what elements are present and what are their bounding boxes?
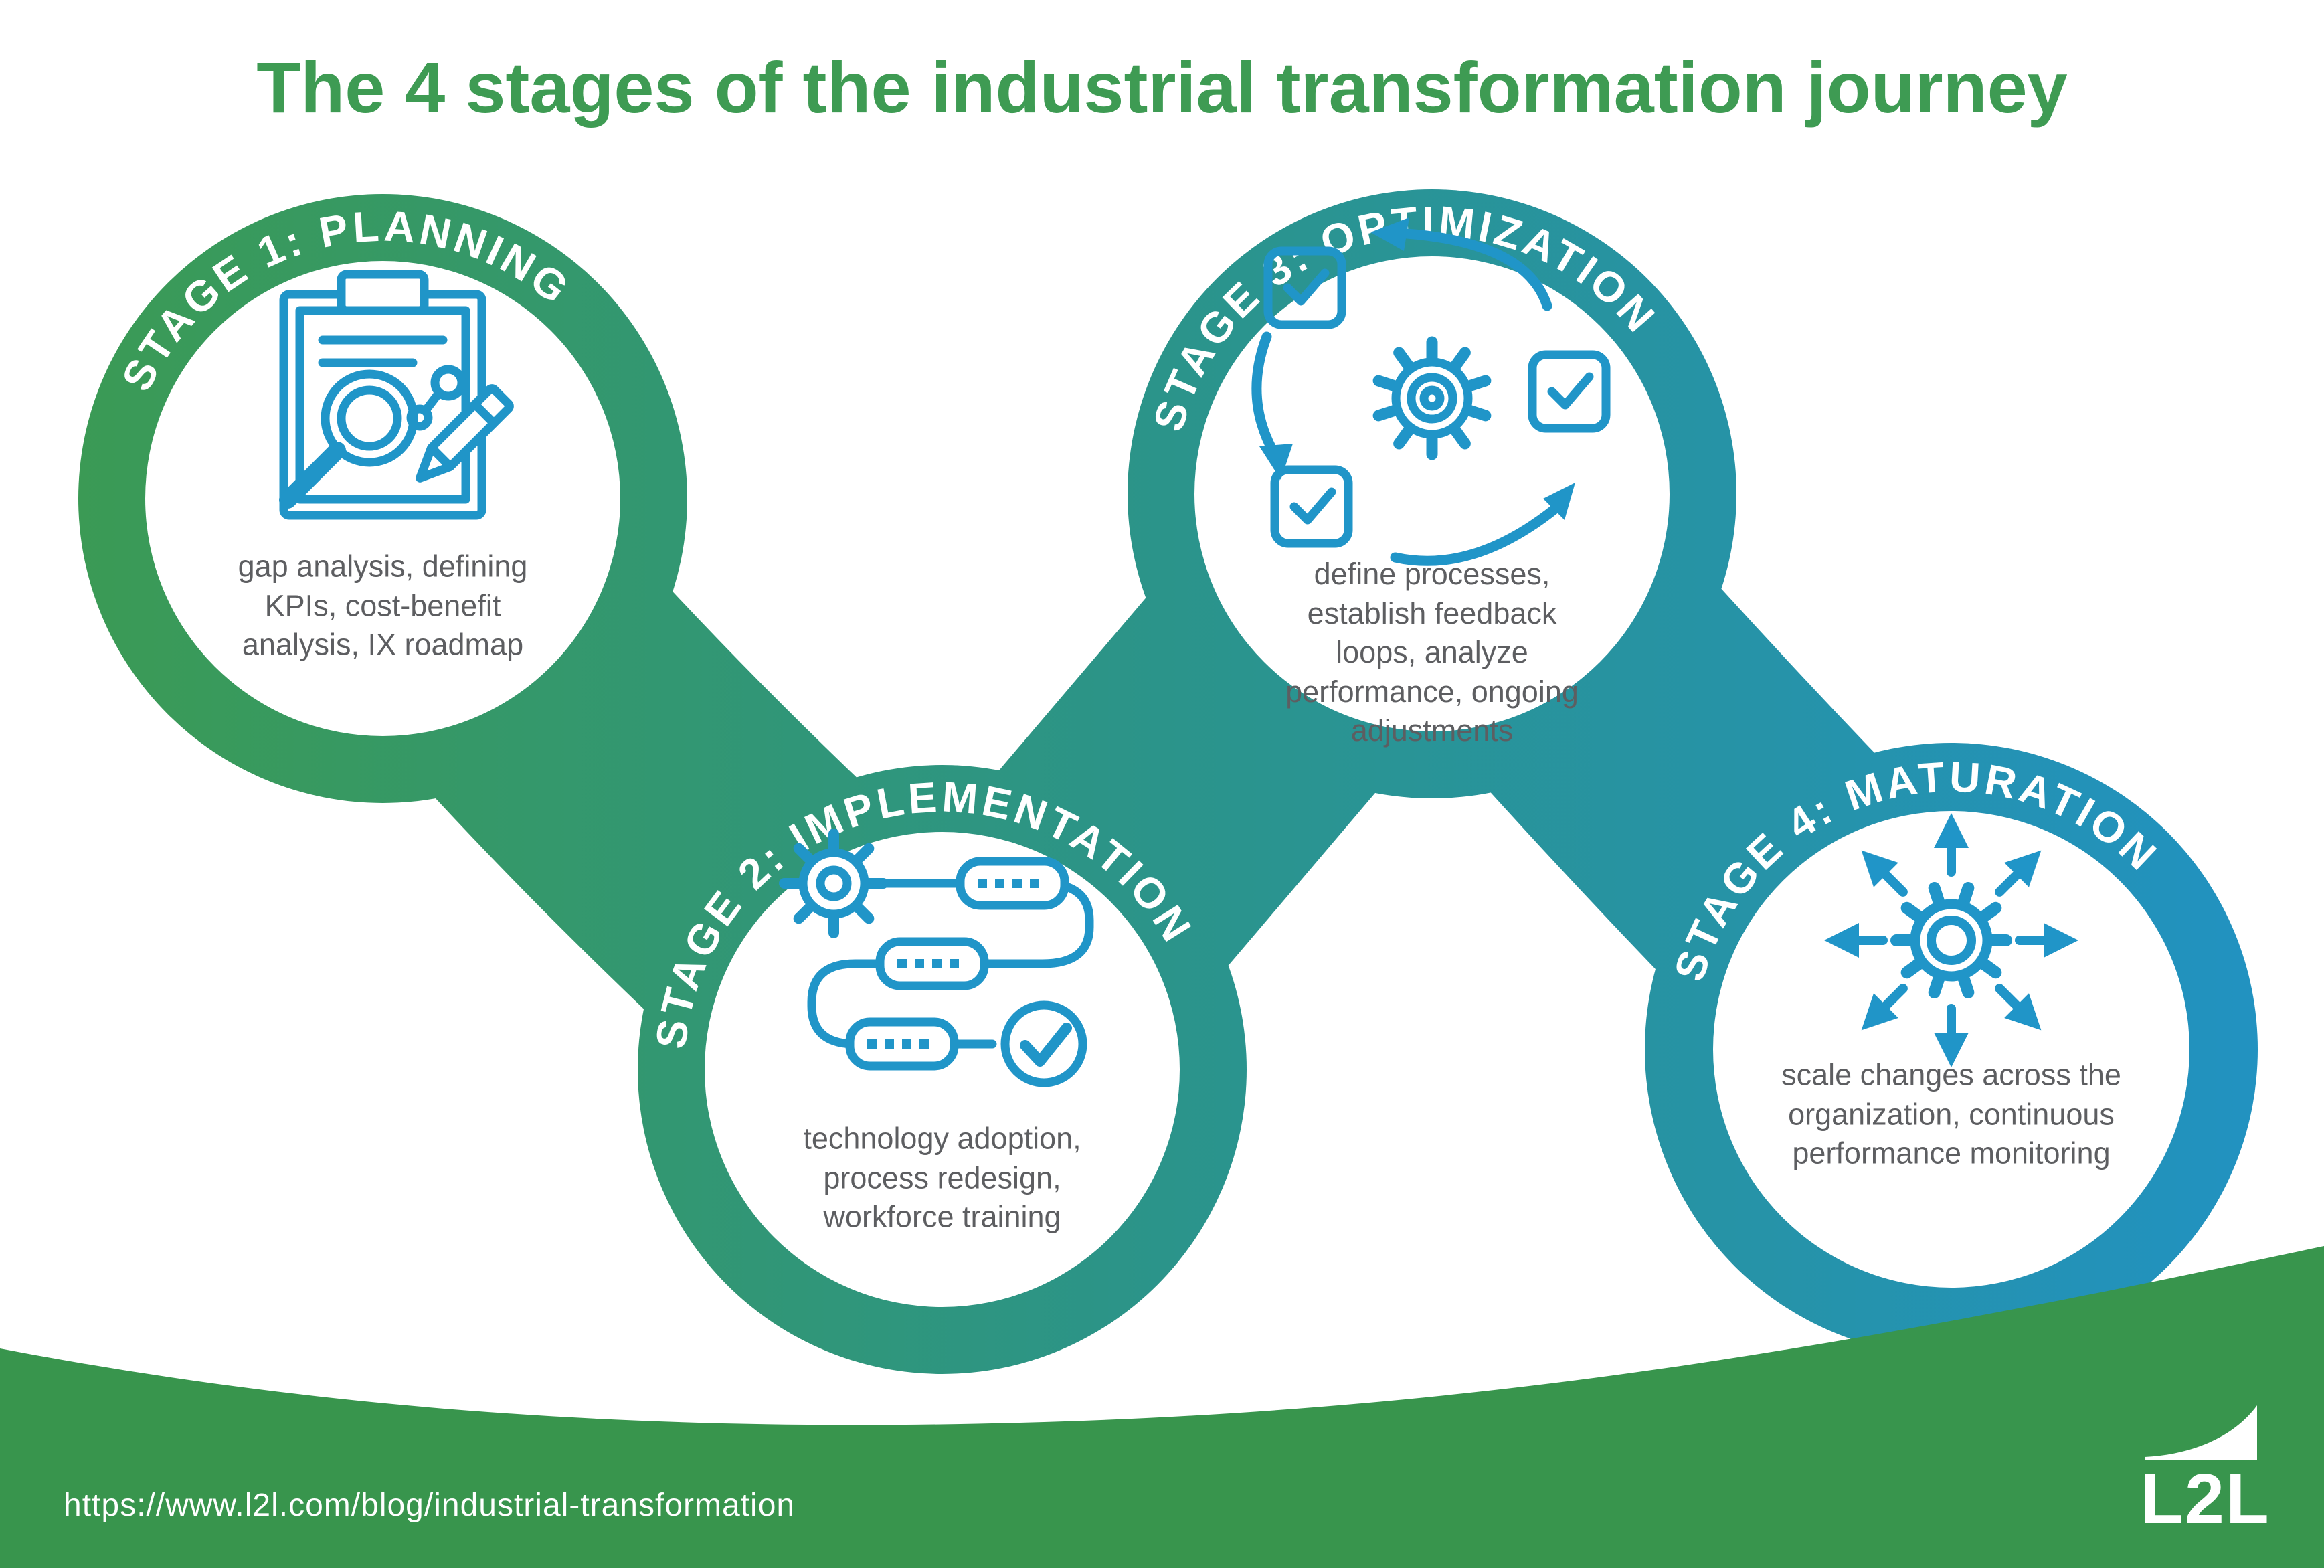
page-title: The 4 stages of the industrial transform… [256,47,2068,128]
footer-wave [0,1246,2324,1568]
stage-2-inner-circle [705,832,1180,1307]
l2l-logo: L2L [2140,1460,2270,1539]
site-url[interactable]: https://www.l2l.com/blog/industrial-tran… [64,1488,796,1523]
gear-radiating-arrows-icon [1824,813,2078,1067]
checkbox-cycle-gear-icon [1251,217,1611,566]
stage-3-description: define processes, establish feedback loo… [1285,556,1579,748]
stage-4-description: scale changes across the organization, c… [1781,1057,2121,1170]
stage-3-inner-circle [1194,256,1670,731]
clipboard-magnifier-pencil-icon [279,270,514,520]
gear-workflow-check-icon [779,829,1094,1087]
growth-curve-icon [2145,1405,2257,1460]
stage-2-description: technology adoption, process redesign, w… [803,1121,1081,1234]
stage-1-description: gap analysis, defining KPIs, cost-benefi… [238,549,528,662]
